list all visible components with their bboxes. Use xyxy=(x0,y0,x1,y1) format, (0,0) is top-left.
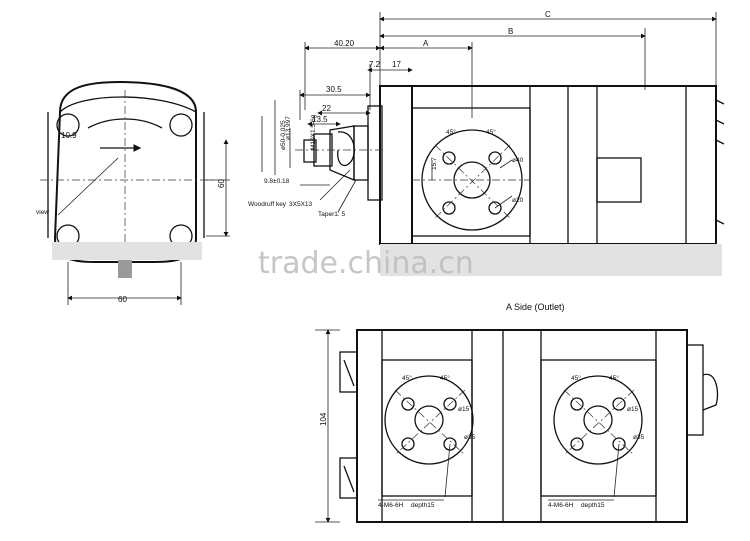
port2-angle-right: 45° xyxy=(609,374,619,382)
dim-15-7: 15.7 xyxy=(431,157,438,170)
dim-c: C xyxy=(545,10,551,19)
port1-depth: depth15 xyxy=(411,502,435,509)
side-view xyxy=(261,12,725,276)
port2-depth: depth15 xyxy=(581,502,605,509)
dim-60-vertical: 60 xyxy=(217,179,226,188)
port1-thread: 4-M6-6H xyxy=(378,502,404,509)
dim-40-20: 40.20 xyxy=(334,39,355,48)
dim-30-5: 30.5 xyxy=(326,85,342,94)
port1-dia-35: ø35 xyxy=(464,434,476,441)
section-title: A Side (Outlet) xyxy=(506,302,565,312)
dim-m10-thread: M10X1.5-6g xyxy=(310,114,317,150)
port2-angle-left: 45° xyxy=(571,374,581,382)
port2-dia-15: ø15 xyxy=(627,406,639,413)
small-note: view xyxy=(36,209,49,216)
dim-13-997: ø13.997 xyxy=(285,116,292,140)
woodruff-key-size: 3X5X13 xyxy=(289,201,313,208)
port1-angle-right: 45° xyxy=(440,374,450,382)
dim-60-horizontal: 60 xyxy=(118,295,127,304)
end-view-labels: 10.9 60 60 view xyxy=(36,131,226,304)
dim-104: 104 xyxy=(319,412,328,426)
dim-b: B xyxy=(508,27,513,36)
plan-view xyxy=(315,329,719,523)
plan-view-labels: 104 45° 45° ø15 ø35 4-M6-6H depth15 45° … xyxy=(319,374,645,509)
dim-17: 17 xyxy=(392,60,401,69)
dim-9-8: 9.8±0.18 xyxy=(264,178,290,185)
port2-dia-35: ø35 xyxy=(633,434,645,441)
dim-13-5: 13.5 xyxy=(312,115,328,124)
side-view-labels: C B A 40.20 7.2 17 30.5 22 13.5 ø13.997 … xyxy=(248,10,551,218)
end-view xyxy=(40,80,230,305)
port1-dia-15: ø15 xyxy=(458,406,470,413)
dim-50: ø50-0.025 xyxy=(280,120,287,150)
taper-label: Taper1: 5 xyxy=(318,211,345,218)
dim-dia-20: ø20 xyxy=(512,197,524,204)
angle-45-right: 45° xyxy=(486,128,496,136)
dim-dia-40: ø40 xyxy=(512,157,524,164)
angle-45-left: 45° xyxy=(446,128,456,136)
port2-thread: 4-M6-6H xyxy=(548,502,574,509)
port1-angle-left: 45° xyxy=(402,374,412,382)
dim-22: 22 xyxy=(322,104,331,113)
dim-10-9: 10.9 xyxy=(61,131,77,140)
woodruff-key-label: Woodruff key xyxy=(248,201,287,208)
dim-a: A xyxy=(423,39,429,48)
watermark: trade.china.cn xyxy=(258,246,474,281)
dim-7-2: 7.2 xyxy=(369,60,381,69)
